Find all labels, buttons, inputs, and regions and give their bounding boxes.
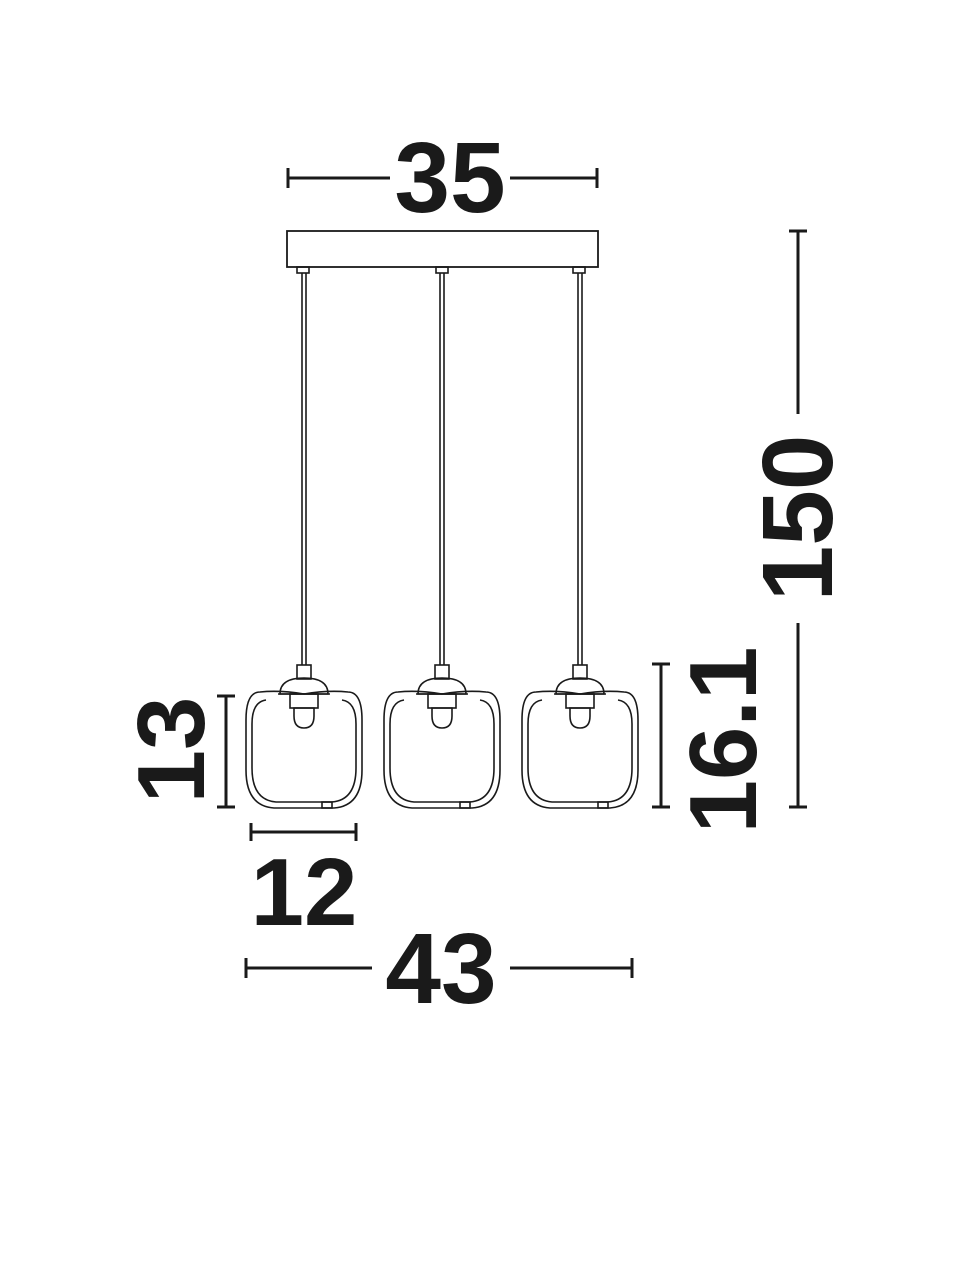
total-width-dimension: 43 xyxy=(244,913,634,1025)
pendant-height-label: 16.1 xyxy=(670,647,777,834)
pendant-light-center xyxy=(383,272,501,809)
pendant-light-left xyxy=(245,272,363,809)
canopy-cord-grip-center xyxy=(435,266,449,274)
shade-height-label: 13 xyxy=(118,697,225,804)
shade-width-dimension: 12 xyxy=(249,823,358,946)
total-width-label: 43 xyxy=(385,913,496,1025)
pendant-height-dimension: 16.1 xyxy=(652,647,777,834)
canopy-width-label: 35 xyxy=(394,122,505,234)
pendant-shade-right xyxy=(521,272,639,809)
shade-width-label: 12 xyxy=(251,839,358,946)
total-height-dimension: 150 xyxy=(742,229,854,809)
canopy-plate xyxy=(286,230,599,268)
total-height-label: 150 xyxy=(742,435,854,602)
ceiling-canopy xyxy=(286,230,599,274)
canopy-cord-grip-right xyxy=(572,266,586,274)
canopy-cord-grip-left xyxy=(296,266,310,274)
pendant-light-right xyxy=(521,272,639,809)
pendant-shade-left xyxy=(245,272,363,809)
shade-height-dimension: 13 xyxy=(118,694,235,809)
canopy-width-dimension: 35 xyxy=(286,122,599,234)
pendant-shade-center xyxy=(383,272,501,809)
